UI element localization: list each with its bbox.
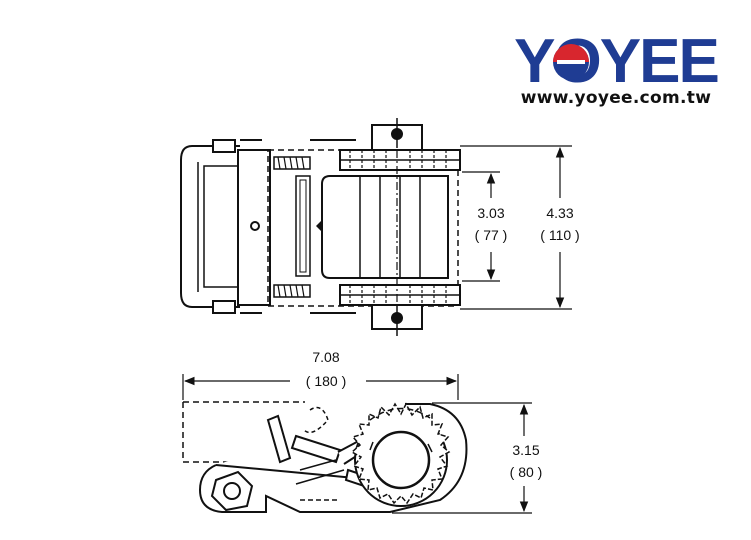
length-inch-label: 7.08 — [312, 349, 339, 365]
top-view — [180, 118, 461, 336]
height-inch-label: 3.15 — [512, 442, 539, 458]
length-mm-label: ( 180 ) — [306, 373, 346, 389]
outer-width-mm-label: ( 110 ) — [540, 227, 579, 243]
inner-width-inch-label: 3.03 — [477, 205, 504, 221]
height-mm-label: ( 80 ) — [510, 464, 543, 480]
outer-width-inch-label: 4.33 — [546, 205, 573, 221]
dimension-lines-side — [182, 374, 532, 514]
inner-width-mm-label: ( 77 ) — [475, 227, 508, 243]
yoyee-logo: YOYEE — [514, 30, 720, 90]
dimension-lines-top — [460, 145, 572, 310]
side-view — [182, 401, 468, 513]
logo-wordmark: YOYEE — [514, 30, 718, 90]
logo-o-emblem-icon — [553, 44, 589, 80]
website-url[interactable]: www.yoyee.com.tw — [520, 88, 712, 108]
